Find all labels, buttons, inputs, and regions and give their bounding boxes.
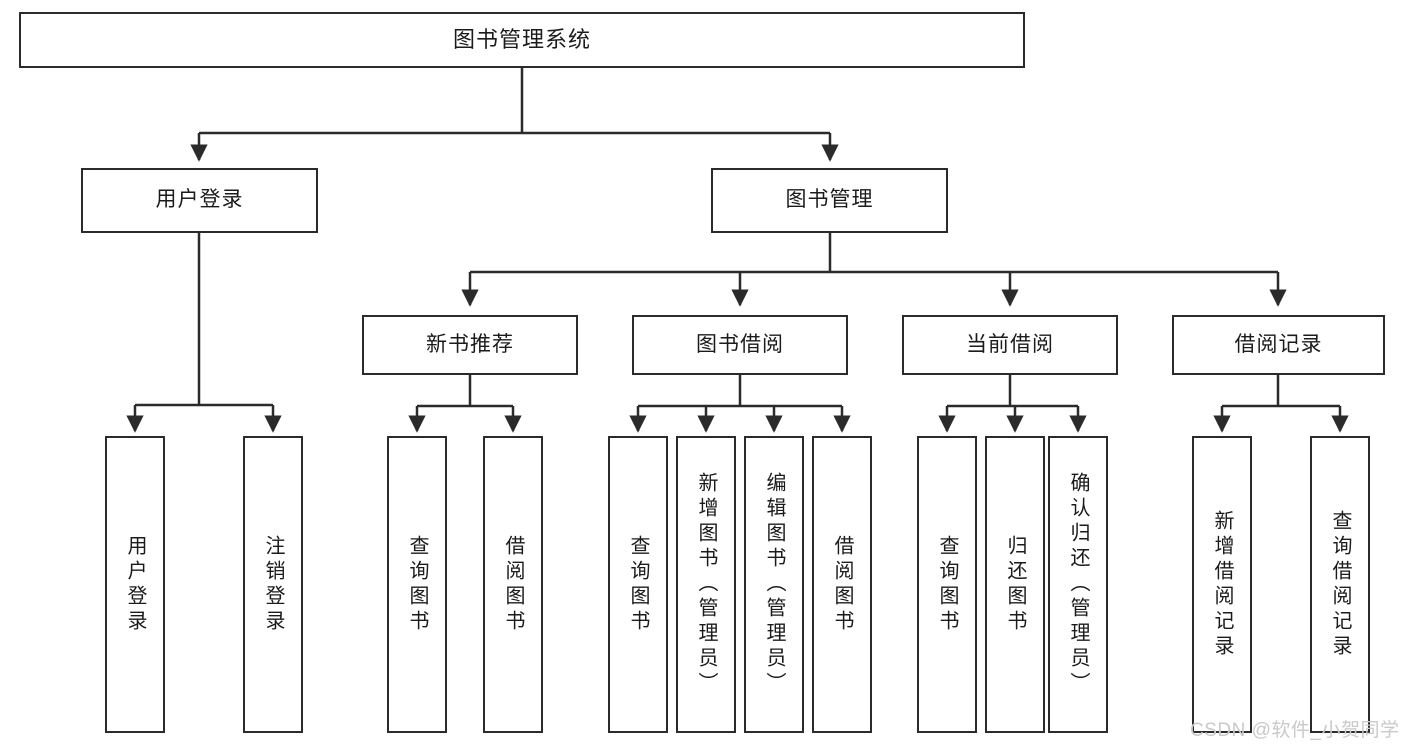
node-label: 编辑图书（管理员）: [763, 472, 785, 697]
node-label: 当前借阅: [966, 332, 1054, 356]
leaf-return-book[interactable]: 归还图书: [985, 436, 1045, 733]
node-borrow-record[interactable]: 借阅记录: [1172, 315, 1385, 375]
node-label: 图书管理: [785, 188, 874, 212]
leaf-query-book-recommend[interactable]: 查询图书: [387, 436, 447, 733]
csdn-watermark: CSDN @软件_小贺同学: [1190, 720, 1400, 741]
node-label: 查询借阅记录: [1329, 509, 1351, 660]
node-label: 图书借阅: [696, 332, 784, 356]
node-label: 新书推荐: [426, 332, 514, 356]
node-new-book-recommend[interactable]: 新书推荐: [362, 315, 578, 375]
node-label: 用户登录: [155, 188, 244, 212]
node-label: 新增借阅记录: [1211, 509, 1233, 660]
leaf-confirm-return[interactable]: 确认归还（管理员）: [1048, 436, 1108, 733]
node-label: 查询图书: [627, 534, 649, 635]
node-label: 借阅记录: [1234, 332, 1323, 356]
leaf-edit-book[interactable]: 编辑图书（管理员）: [744, 436, 804, 733]
node-label: 查询图书: [936, 534, 958, 635]
node-label: 用户登录: [124, 534, 146, 635]
leaf-add-borrow-record[interactable]: 新增借阅记录: [1192, 436, 1252, 733]
leaf-user-login[interactable]: 用户登录: [105, 436, 165, 733]
leaf-borrow-book[interactable]: 借阅图书: [812, 436, 872, 733]
leaf-query-book-current[interactable]: 查询图书: [917, 436, 977, 733]
leaf-add-book[interactable]: 新增图书（管理员）: [676, 436, 736, 733]
leaf-logout-login[interactable]: 注销登录: [243, 436, 303, 733]
node-label: 借阅图书: [831, 534, 853, 635]
node-book-manage[interactable]: 图书管理: [711, 168, 948, 233]
node-label: 新增图书（管理员）: [695, 472, 717, 697]
node-label: 查询图书: [406, 534, 428, 635]
node-book-borrow[interactable]: 图书借阅: [632, 315, 848, 375]
leaf-query-book-borrow[interactable]: 查询图书: [608, 436, 668, 733]
node-label: 归还图书: [1004, 534, 1026, 635]
leaf-borrow-book-recommend[interactable]: 借阅图书: [483, 436, 543, 733]
node-label: 图书管理系统: [452, 27, 591, 53]
node-label: 确认归还（管理员）: [1067, 472, 1089, 697]
node-current-borrow[interactable]: 当前借阅: [902, 315, 1118, 375]
node-root-system[interactable]: 图书管理系统: [19, 12, 1025, 68]
node-user-login[interactable]: 用户登录: [81, 168, 318, 233]
node-label: 借阅图书: [502, 534, 524, 635]
node-label: 注销登录: [262, 534, 284, 635]
leaf-query-borrow-record[interactable]: 查询借阅记录: [1310, 436, 1370, 733]
